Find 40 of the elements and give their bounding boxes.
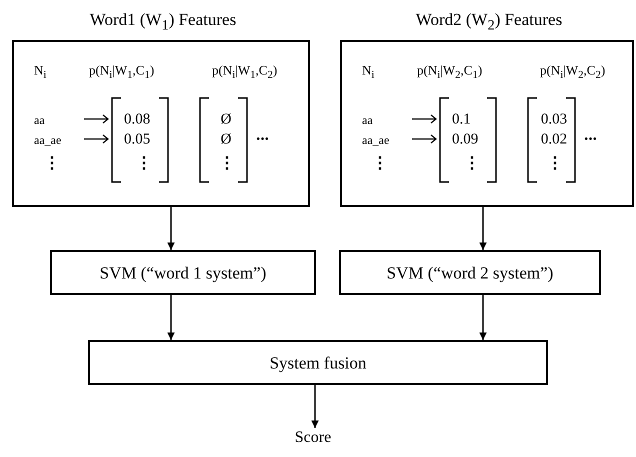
arrow	[479, 207, 487, 250]
table-heading: Word2 (W$_{2}$) Features	[416, 11, 562, 33]
column-header: p(N$_{i}$|W$_{2}$,C$_{1}$)	[417, 63, 482, 81]
column-header: N$_{i}$	[34, 63, 46, 81]
column-header: N$_{i}$	[362, 63, 374, 81]
row-label: aa_ae	[34, 134, 62, 146]
arrow	[479, 295, 487, 340]
matrix-value: Ø	[220, 112, 232, 128]
column-header: p(N$_{i}$|W$_{2}$,C$_{2}$)	[540, 63, 606, 81]
ellipsis: ⋮	[464, 156, 480, 172]
matrix-value: 0.09	[452, 132, 478, 148]
ellipsis: ⋮	[136, 156, 152, 172]
matrix-value: 0.03	[540, 112, 568, 128]
row-label: aa_ae	[362, 134, 390, 146]
matrix-value: Ø	[220, 132, 232, 148]
arrow	[311, 385, 319, 428]
box-label: SVM (“word 1 system”)	[100, 264, 266, 281]
arrow	[167, 295, 175, 340]
process-box	[88, 340, 548, 385]
matrix-value: 0.05	[124, 132, 150, 148]
arrow	[167, 207, 175, 250]
matrix-value: 0.02	[540, 132, 568, 148]
ellipsis: ···	[256, 132, 268, 148]
row-label: aa	[362, 114, 373, 126]
matrix-value: 0.1	[452, 112, 471, 128]
ellipsis: ⋮	[372, 156, 388, 172]
ellipsis: ⋮	[547, 156, 563, 172]
matrix-value: 0.08	[124, 112, 150, 128]
column-header: p(N$_{i}$|W$_{1}$,C$_{1}$)	[89, 63, 154, 81]
column-header: p(N$_{i}$|W$_{1}$,C$_{2}$)	[212, 63, 278, 81]
process-box	[339, 250, 601, 295]
table-heading: Word1 (W$_{1}$) Features	[90, 11, 236, 33]
row-label: aa	[34, 114, 45, 126]
box-label: SVM (“word 2 system”)	[386, 264, 554, 281]
output-label: Score	[294, 430, 332, 446]
ellipsis: ⋮	[44, 156, 60, 172]
ellipsis: ⋮	[219, 156, 235, 172]
box-label: System fusion	[270, 354, 366, 371]
process-box	[50, 250, 316, 295]
ellipsis: ···	[584, 132, 596, 148]
